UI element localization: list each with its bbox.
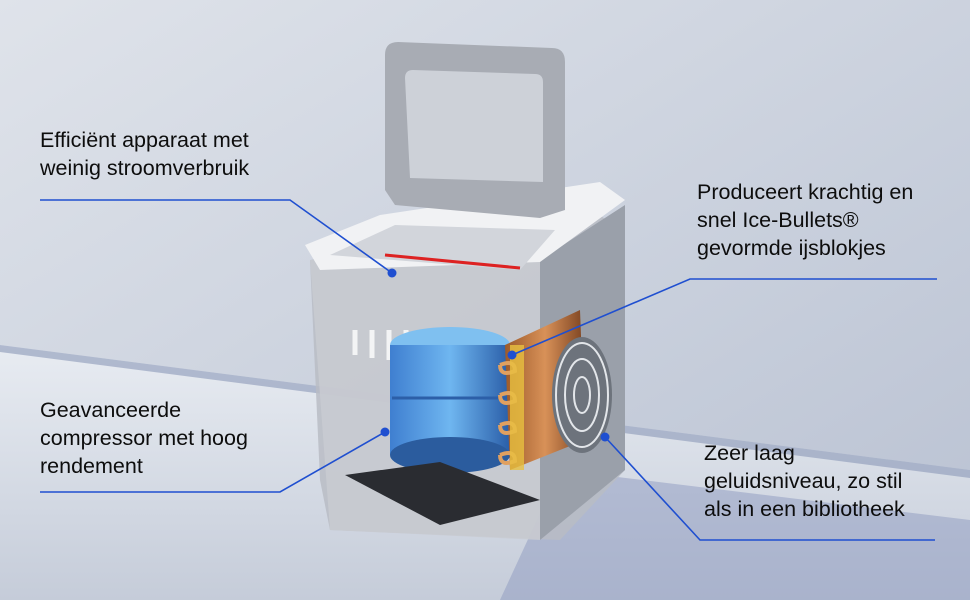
callout-line: geluidsniveau, zo stil xyxy=(704,469,903,493)
callout-energy-efficient: Efficiënt apparaat met weinig stroomverb… xyxy=(40,126,249,182)
callout-compressor: Geavanceerde compressor met hoog rendeme… xyxy=(40,396,248,480)
callout-dot xyxy=(507,350,517,360)
callout-line: Zeer laag xyxy=(704,441,795,465)
callout-dot xyxy=(380,427,390,437)
fan-icon xyxy=(552,337,612,453)
callout-dot xyxy=(600,432,610,442)
callout-line: Geavanceerde xyxy=(40,398,182,422)
callout-line: snel Ice-Bullets® xyxy=(697,208,859,232)
callout-line: Produceert krachtig en xyxy=(697,180,914,204)
callout-line: als in een bibliotheek xyxy=(704,497,905,521)
callout-dot xyxy=(387,268,397,278)
callout-ice-bullets: Produceert krachtig en snel Ice-Bullets®… xyxy=(697,178,913,262)
callout-line: gevormde ijsblokjes xyxy=(697,236,886,260)
callout-lines xyxy=(40,199,937,541)
callout-line: weinig stroomverbruik xyxy=(40,156,250,180)
callout-line: Efficiënt apparaat met xyxy=(40,128,249,152)
ice-maker xyxy=(305,42,625,540)
callout-low-noise: Zeer laag geluidsniveau, zo stil als in … xyxy=(704,439,905,523)
callout-line: compressor met hoog xyxy=(40,426,248,450)
callout-line: rendement xyxy=(40,454,143,478)
